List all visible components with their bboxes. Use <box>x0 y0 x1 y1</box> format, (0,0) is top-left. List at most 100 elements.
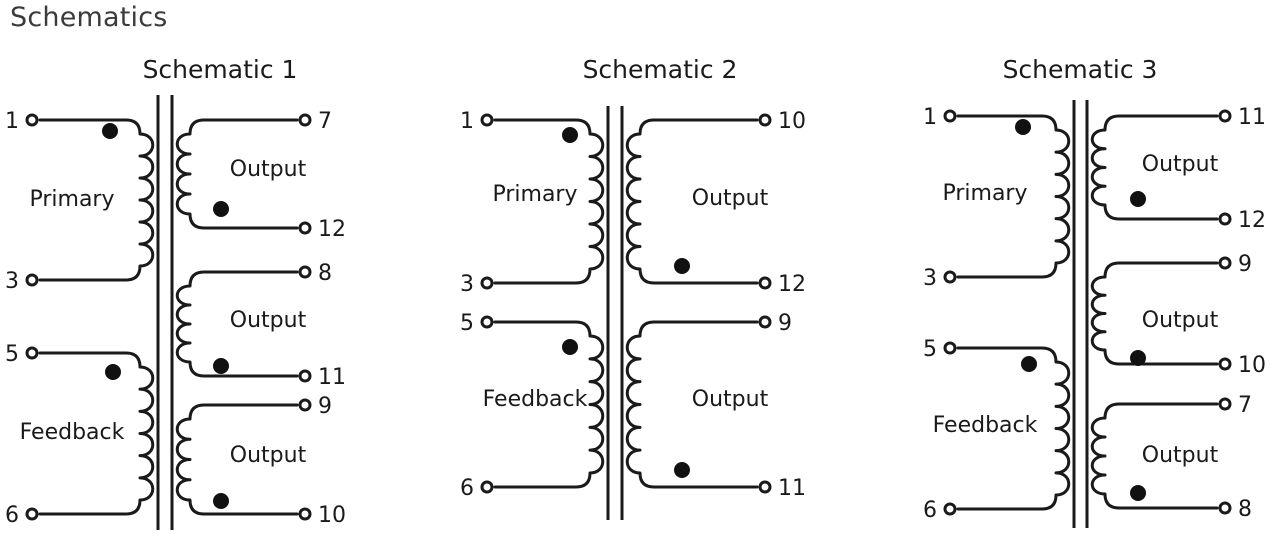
polarity-dot <box>1021 356 1037 372</box>
terminal-8[interactable] <box>1218 501 1232 515</box>
polarity-dot <box>674 258 690 274</box>
terminal-1[interactable] <box>25 113 39 127</box>
pin-label-6: 6 <box>5 503 19 528</box>
winding-label: Output <box>230 308 307 333</box>
winding-label: Primary <box>492 182 577 207</box>
pin-label-3: 3 <box>460 272 474 297</box>
winding-coil <box>38 118 155 282</box>
winding-coil <box>956 346 1071 511</box>
terminal-6[interactable] <box>25 507 39 521</box>
terminal-7[interactable] <box>1218 397 1232 411</box>
winding-label: Feedback <box>483 387 588 412</box>
pin-label-12: 12 <box>1238 208 1266 233</box>
terminal-9[interactable] <box>1218 256 1232 270</box>
terminal-7[interactable] <box>298 113 312 127</box>
winding-label: Primary <box>29 187 114 212</box>
winding-coil <box>1090 261 1219 366</box>
winding-coil <box>175 403 299 516</box>
pin-label-9: 9 <box>318 394 332 419</box>
winding-label: Output <box>230 157 307 182</box>
winding-label: Output <box>692 186 769 211</box>
terminal-5[interactable] <box>943 341 957 355</box>
terminal-12[interactable] <box>298 221 312 235</box>
winding-output-10-12: 10 12 Output <box>625 109 806 297</box>
pin-label-10: 10 <box>318 503 346 528</box>
winding-output-8-11: 8 11 Output <box>175 261 346 390</box>
polarity-dot <box>674 462 690 478</box>
terminal-3[interactable] <box>480 276 494 290</box>
winding-label: Feedback <box>933 413 1038 438</box>
winding-coil <box>625 320 759 489</box>
terminal-6[interactable] <box>480 480 494 494</box>
schematic-title: Schematic 2 <box>582 55 738 84</box>
terminal-9[interactable] <box>758 315 772 329</box>
terminal-5[interactable] <box>480 315 494 329</box>
terminal-11[interactable] <box>758 480 772 494</box>
pin-label-11: 11 <box>1238 105 1266 130</box>
terminal-12[interactable] <box>758 276 772 290</box>
terminal-9[interactable] <box>298 398 312 412</box>
pin-label-11: 11 <box>318 365 346 390</box>
pin-label-8: 8 <box>318 261 332 286</box>
polarity-dot <box>102 123 118 139</box>
winding-coil <box>956 114 1071 279</box>
terminal-10[interactable] <box>298 507 312 521</box>
terminal-3[interactable] <box>25 273 39 287</box>
polarity-dot <box>1015 119 1031 135</box>
terminal-10[interactable] <box>758 113 772 127</box>
pin-label-3: 3 <box>5 269 19 294</box>
pin-label-11: 11 <box>778 476 806 501</box>
terminal-3[interactable] <box>943 270 957 284</box>
page-title: Schematics <box>10 2 168 33</box>
winding-coil <box>175 118 299 230</box>
polarity-dot <box>562 339 578 355</box>
pin-label-10: 10 <box>778 109 806 134</box>
pin-label-8: 8 <box>1238 497 1252 522</box>
pin-label-10: 10 <box>1238 353 1266 378</box>
terminal-6[interactable] <box>943 502 957 516</box>
terminal-12[interactable] <box>1218 212 1232 226</box>
pin-label-7: 7 <box>318 109 332 134</box>
winding-coil <box>493 118 605 285</box>
polarity-dot <box>213 358 229 374</box>
terminal-1[interactable] <box>480 113 494 127</box>
pin-label-1: 1 <box>5 109 19 134</box>
terminal-10[interactable] <box>1218 357 1232 371</box>
pin-label-12: 12 <box>778 272 806 297</box>
pin-label-6: 6 <box>460 476 474 501</box>
winding-primary-1-3: 1 3 Primary <box>5 109 155 294</box>
winding-label: Output <box>1142 308 1219 333</box>
winding-output-7-8: 7 8 Output <box>1090 393 1252 522</box>
winding-output-9-11: 9 11 Output <box>625 311 806 501</box>
pin-label-5: 5 <box>5 342 19 367</box>
winding-coil <box>38 351 155 516</box>
winding-coil <box>1090 402 1219 510</box>
pin-label-6: 6 <box>923 498 937 523</box>
terminal-1[interactable] <box>943 109 957 123</box>
pin-label-3: 3 <box>923 266 937 291</box>
winding-label: Output <box>1142 443 1219 468</box>
pin-label-9: 9 <box>1238 252 1252 277</box>
winding-coil <box>625 118 759 285</box>
terminal-11[interactable] <box>1218 109 1232 123</box>
terminal-11[interactable] <box>298 369 312 383</box>
pin-label-1: 1 <box>923 105 937 130</box>
schematic-title: Schematic 1 <box>142 55 298 84</box>
schematic-title: Schematic 3 <box>1002 55 1158 84</box>
pin-label-7: 7 <box>1238 393 1252 418</box>
terminal-8[interactable] <box>298 265 312 279</box>
pin-label-9: 9 <box>778 311 792 336</box>
polarity-dot <box>213 493 229 509</box>
terminal-5[interactable] <box>25 346 39 360</box>
winding-label: Output <box>692 387 769 412</box>
